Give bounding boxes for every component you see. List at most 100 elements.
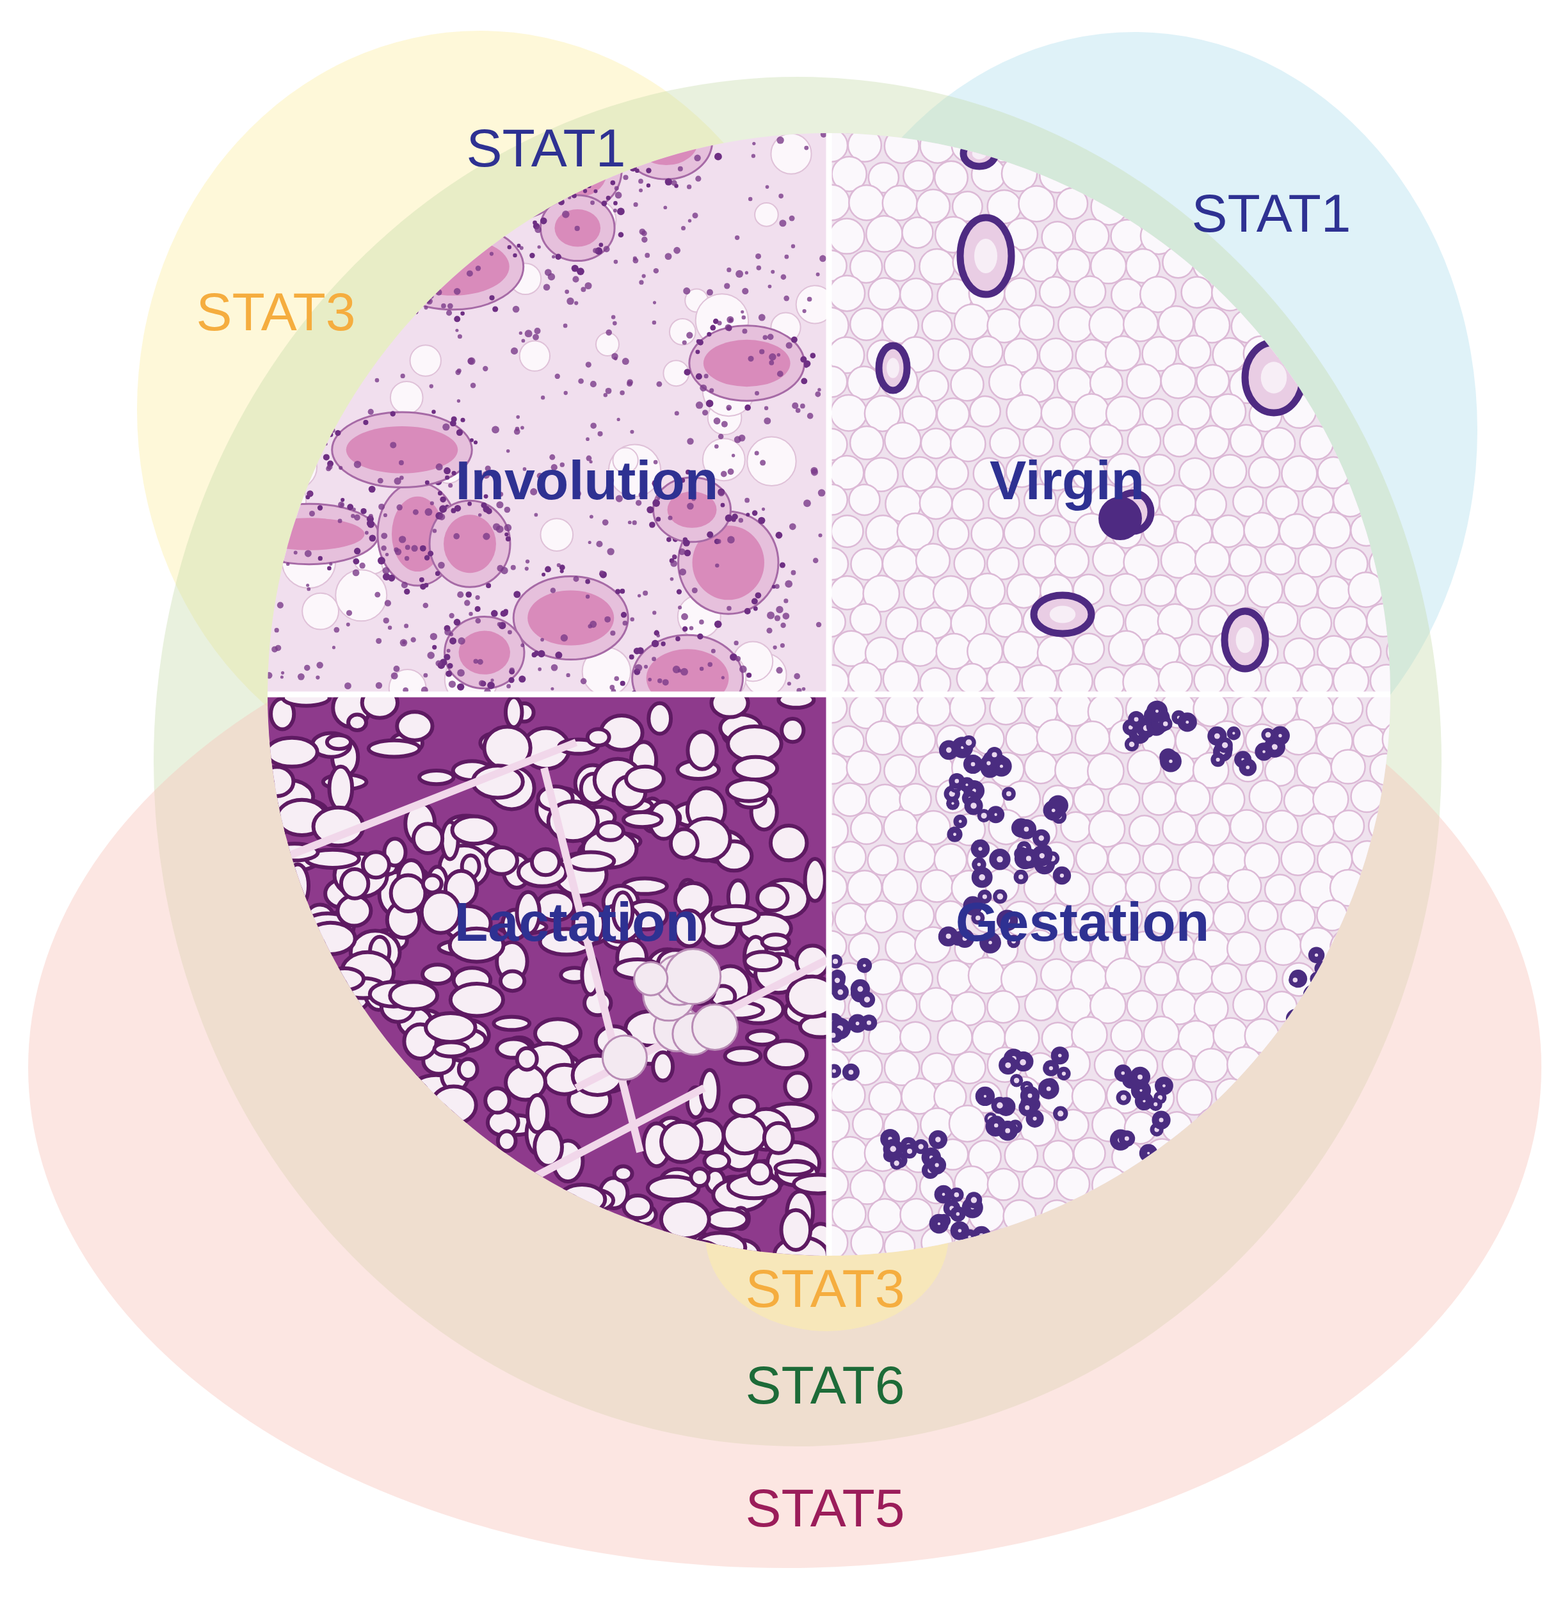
adipocyte <box>1335 992 1368 1025</box>
nucleus <box>403 588 410 595</box>
adipocyte <box>1123 307 1158 342</box>
adipocyte <box>1179 634 1212 666</box>
nucleus <box>410 545 418 552</box>
nucleus <box>387 626 392 630</box>
alveolar-lumen <box>292 942 326 956</box>
histology-panel <box>831 697 1391 1256</box>
nucleus <box>752 142 756 146</box>
milk-blob <box>396 237 509 296</box>
adipocyte <box>916 543 950 578</box>
alveolar-lumen <box>284 1150 328 1192</box>
histology-panel <box>831 133 1391 692</box>
nucleus <box>462 209 471 217</box>
nucleus <box>563 323 568 329</box>
adipocyte <box>1111 279 1144 312</box>
nucleus <box>619 390 625 396</box>
adipocyte <box>1127 750 1161 784</box>
nucleus <box>455 329 459 333</box>
nucleus <box>757 517 765 525</box>
nucleus <box>375 378 380 383</box>
nucleus <box>741 329 748 335</box>
adipocyte <box>1158 1167 1193 1202</box>
nucleus <box>662 679 669 686</box>
nucleus <box>497 622 502 627</box>
nucleus <box>359 562 365 569</box>
adipocyte <box>1196 1108 1231 1143</box>
adipocyte <box>1057 1109 1089 1141</box>
adipocyte <box>1106 133 1142 136</box>
adipocyte <box>1179 1198 1210 1229</box>
nucleus <box>671 179 678 186</box>
nucleus <box>657 135 663 141</box>
nucleus <box>598 242 603 248</box>
nucleus <box>617 208 625 216</box>
alveolar-lumen <box>527 1095 548 1133</box>
nucleus <box>779 562 786 568</box>
alveolar-lumen <box>567 852 614 871</box>
nucleus <box>816 622 822 628</box>
nucleus <box>585 437 590 442</box>
nucleus <box>733 640 739 646</box>
adipocyte <box>901 723 936 758</box>
alveolar-lumen <box>402 1173 450 1215</box>
adipocyte <box>848 484 880 516</box>
nucleus <box>599 570 605 575</box>
adipocyte <box>956 663 988 692</box>
adipocyte <box>1108 631 1144 666</box>
nucleus <box>673 247 681 255</box>
adipocyte <box>1370 1109 1391 1141</box>
nucleus <box>803 145 809 151</box>
nucleus <box>551 199 557 204</box>
nucleus <box>346 610 353 616</box>
nucleus <box>613 200 618 206</box>
alveolar-lumen <box>723 1115 766 1154</box>
adipocyte <box>937 1020 973 1055</box>
alveolar-lumen <box>626 766 664 792</box>
milk-lumen <box>634 962 668 996</box>
adipocyte <box>885 932 918 965</box>
alveolar-bud <box>961 735 976 750</box>
adipocyte <box>1215 1079 1247 1110</box>
nucleus <box>802 687 806 692</box>
alveolar-lumen <box>505 697 522 728</box>
nucleus <box>748 197 753 201</box>
nucleus <box>327 566 332 571</box>
nucleus <box>531 208 538 215</box>
nucleus <box>812 557 819 564</box>
adipocyte <box>1018 186 1055 223</box>
nucleus <box>426 651 435 660</box>
adipocyte <box>831 1078 865 1113</box>
nucleus <box>437 562 445 570</box>
adipocyte <box>1385 1141 1391 1174</box>
nucleus <box>686 184 692 189</box>
nucleus <box>275 563 281 569</box>
nucleus <box>554 373 561 379</box>
adipocyte <box>1227 1047 1263 1083</box>
nucleus <box>278 489 285 496</box>
nucleus <box>344 682 352 690</box>
nucleus <box>380 545 386 551</box>
nucleus <box>610 630 616 636</box>
nucleus <box>772 645 777 650</box>
nucleus <box>521 339 526 344</box>
adipocyte <box>1333 483 1367 517</box>
adipocyte <box>1385 572 1391 607</box>
adipocyte <box>1299 1049 1330 1080</box>
nucleus <box>377 556 386 565</box>
nucleus <box>435 570 441 577</box>
alveolar-lumen <box>712 906 760 925</box>
milk-blob <box>443 514 497 573</box>
adipocyte <box>1144 962 1178 995</box>
nucleus <box>457 683 465 691</box>
adipocyte <box>1297 1168 1332 1203</box>
adipocyte <box>1264 544 1296 575</box>
adipocyte <box>1073 1198 1107 1232</box>
adipocyte <box>900 1022 931 1053</box>
nucleus <box>446 309 452 316</box>
adipocyte <box>1369 1051 1391 1086</box>
nucleus <box>675 636 681 642</box>
fat-cell <box>754 202 779 227</box>
fat-cell <box>410 345 442 376</box>
adipocyte <box>1282 334 1317 369</box>
adipocyte <box>1022 1166 1055 1199</box>
